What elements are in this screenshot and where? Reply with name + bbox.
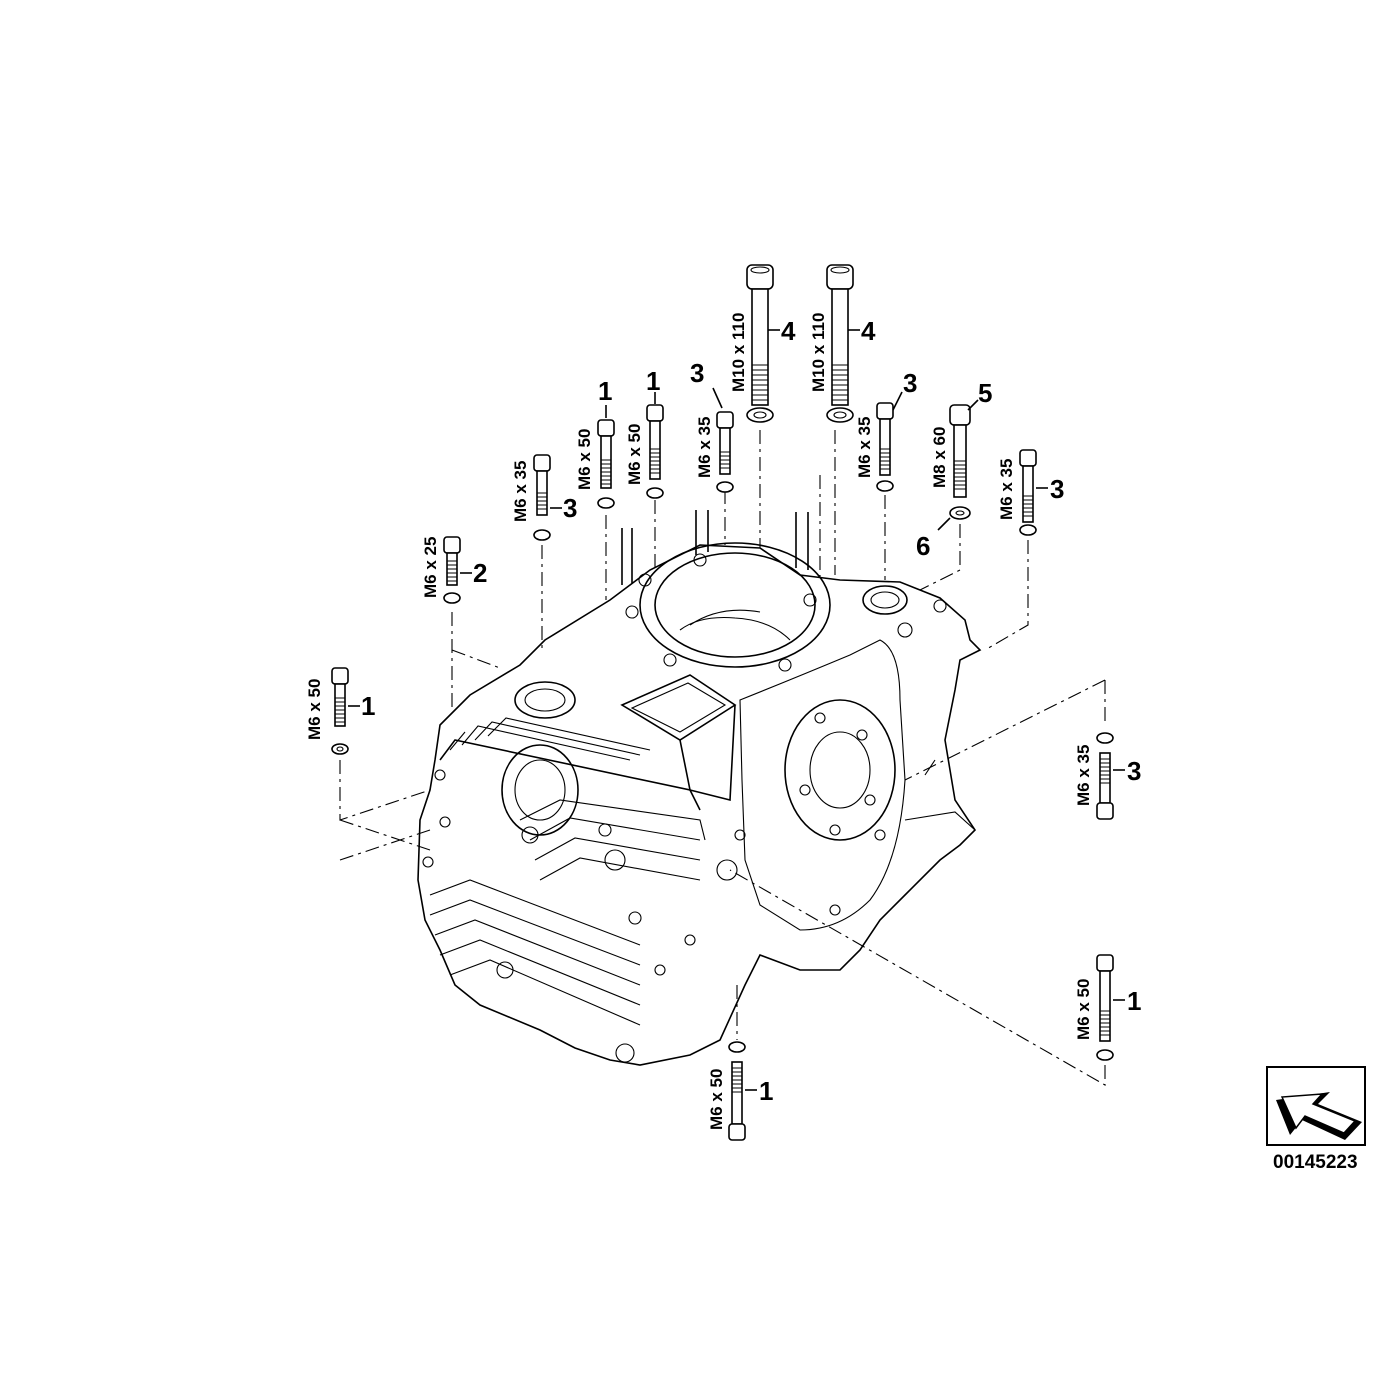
bolt-b7-callout: 4 (781, 316, 796, 346)
bolt-b6 (716, 411, 734, 493)
washer-callout: 6 (916, 531, 930, 561)
bolt-b9-spec: M6 x 35 (855, 417, 874, 478)
bolt-b12 (1096, 732, 1114, 820)
bolt-b8 (826, 264, 854, 423)
bolt-b11-spec: M6 x 35 (997, 459, 1016, 520)
bolt-b13 (1096, 954, 1114, 1061)
bolt-b7-spec: M10 x 110 (729, 313, 748, 392)
bolt-b10 (949, 404, 971, 520)
bolt-b8-spec: M10 x 110 (809, 313, 828, 392)
bolt-b4-callout: 1 (598, 376, 612, 406)
bolt-b1-callout: 1 (361, 691, 375, 721)
bolt-b12-spec: M6 x 35 (1074, 745, 1093, 806)
bolt-b5-callout: 1 (646, 366, 660, 396)
bolt-b13-callout: 1 (1127, 986, 1141, 1016)
bolt-b3 (533, 454, 551, 541)
bolt-b14-spec: M6 x 50 (707, 1069, 726, 1130)
bolt-b10-spec: M8 x 60 (930, 427, 949, 488)
bolt-b11-callout: 3 (1050, 474, 1064, 504)
bolt-b2-spec: M6 x 25 (421, 537, 440, 598)
engine-housing-drawing (417, 510, 982, 1066)
bolt-b10-callout: 5 (978, 378, 992, 408)
bolt-b5-spec: M6 x 50 (625, 424, 644, 485)
bolt-b9-callout: 3 (903, 368, 917, 398)
bolt-b2 (443, 536, 461, 604)
reference-number: 00145223 (1273, 1152, 1358, 1173)
bolt-b3-callout: 3 (563, 493, 577, 523)
bolt-b9 (876, 402, 894, 492)
bolt-b4 (597, 419, 615, 509)
bolt-b1 (331, 667, 349, 755)
bolt-b14 (728, 1041, 746, 1141)
bolt-b8-callout: 4 (861, 316, 876, 346)
bolt-b3-spec: M6 x 35 (511, 461, 530, 522)
assembly-lines (339, 430, 1106, 1086)
direction-arrow-icon (1266, 1066, 1366, 1146)
bolt-b12-callout: 3 (1127, 756, 1141, 786)
bolt-b2-callout: 2 (473, 558, 487, 588)
bolt-b1-spec: M6 x 50 (305, 679, 324, 740)
bolt-b11 (1019, 449, 1037, 536)
bolt-b7 (746, 264, 774, 423)
bolt-b14-callout: 1 (759, 1076, 773, 1106)
bolt-b13-spec: M6 x 50 (1074, 979, 1093, 1040)
bolt-b4-spec: M6 x 50 (575, 429, 594, 490)
bolt-b6-spec: M6 x 35 (695, 417, 714, 478)
bolt-b6-callout: 3 (690, 358, 704, 388)
bolt-b5 (646, 404, 664, 499)
